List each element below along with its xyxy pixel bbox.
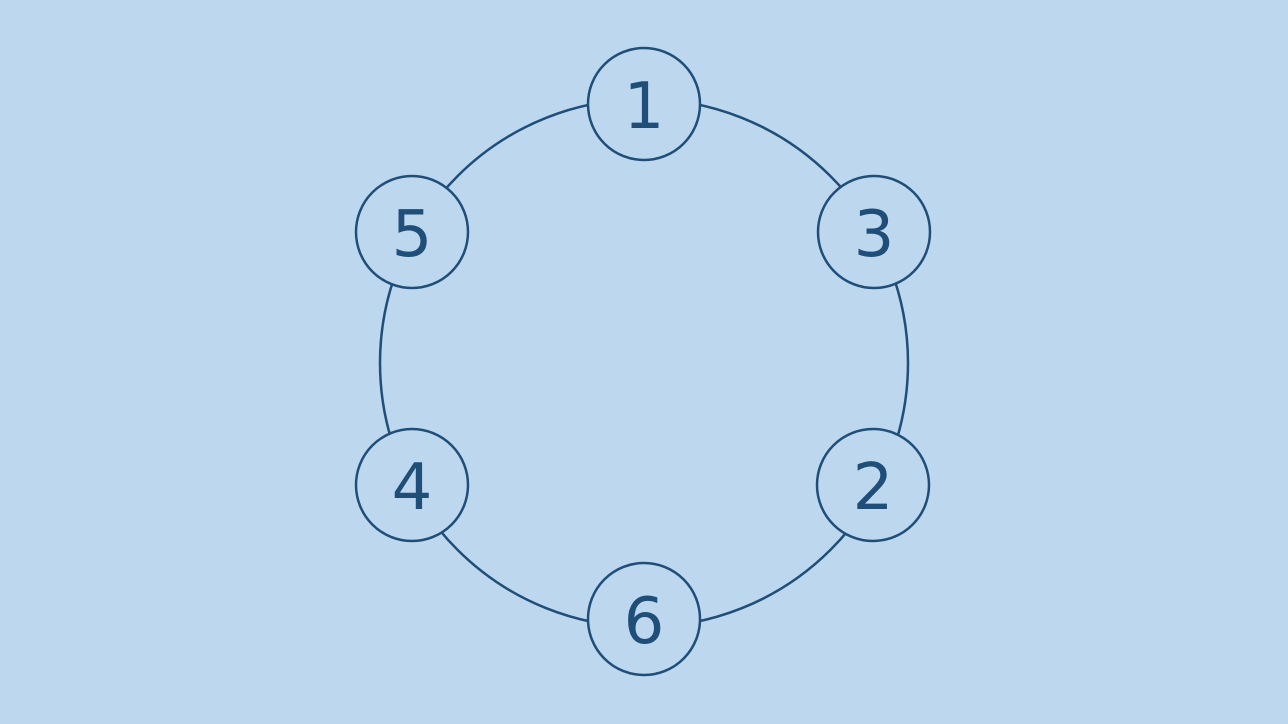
node-2-label: 2 — [853, 451, 894, 525]
node-3-label: 3 — [854, 198, 895, 272]
node-2: 2 — [815, 427, 931, 543]
node-5-circle — [354, 174, 470, 290]
node-5-label: 5 — [392, 198, 433, 272]
node-3-circle — [816, 174, 932, 290]
node-2-circle — [815, 427, 931, 543]
node-5: 5 — [354, 174, 470, 290]
node-4-circle — [354, 427, 470, 543]
node-6: 6 — [586, 561, 702, 677]
node-1-label: 1 — [624, 70, 665, 144]
node-1-circle — [586, 46, 702, 162]
node-3: 3 — [816, 174, 932, 290]
node-6-circle — [586, 561, 702, 677]
node-4-label: 4 — [392, 451, 433, 525]
node-1: 1 — [586, 46, 702, 162]
node-6-label: 6 — [624, 585, 665, 659]
node-4: 4 — [354, 427, 470, 543]
